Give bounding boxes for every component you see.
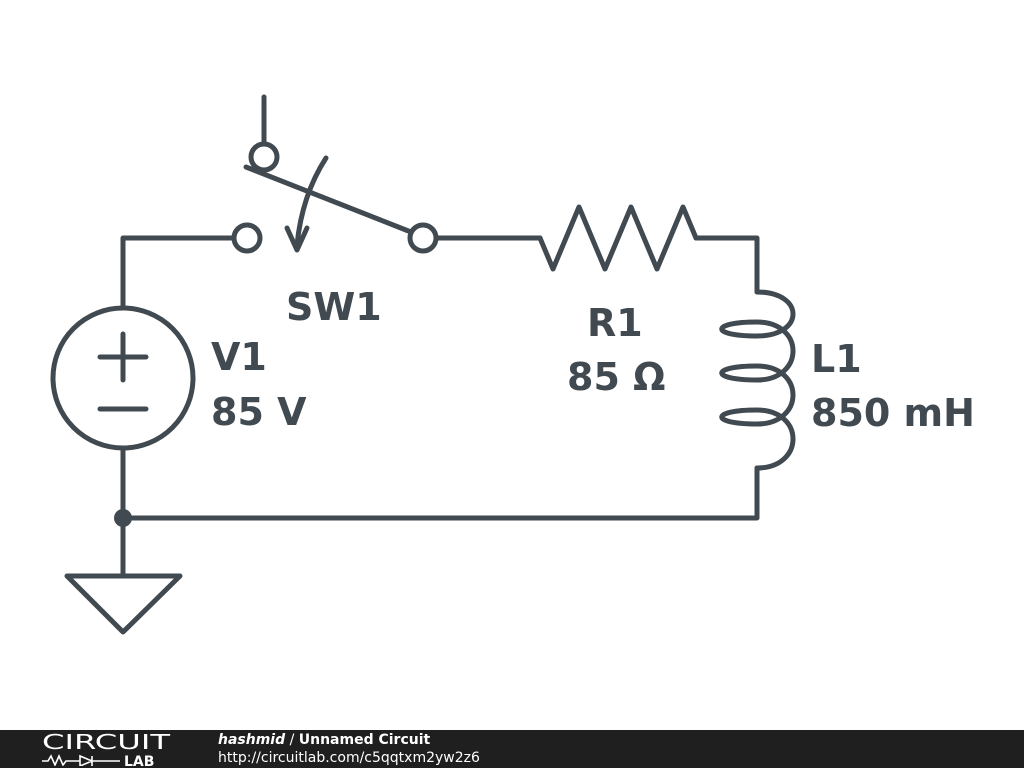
- circuitlab-logo[interactable]: CIRCUIT LAB: [40, 732, 180, 766]
- ground-symbol: [64, 573, 183, 635]
- resistor-diode-icon: [42, 754, 120, 766]
- author-name[interactable]: hashmid: [218, 732, 286, 748]
- l1-value: 850 mH: [811, 391, 975, 435]
- footer-bar: CIRCUIT LAB hashmid / Unnamed Circuit ht…: [0, 730, 1024, 768]
- r1-designator: R1: [587, 301, 643, 345]
- circuit-url[interactable]: http://circuitlab.com/c5qqtxm2yw2z6: [218, 750, 480, 766]
- r1-value: 85 Ω: [567, 355, 665, 399]
- circuit-schematic: SW1 R1 85 Ω V1 85 V L1 850 mH: [50, 94, 975, 635]
- v1-designator: V1: [211, 335, 267, 379]
- voltage-source-v1: [50, 305, 196, 451]
- v1-value: 85 V: [211, 390, 307, 434]
- junction-node: [114, 509, 132, 527]
- wire-resistor-to-inductor: [693, 235, 760, 295]
- byline-separator: /: [285, 732, 299, 748]
- inductor-l1: [719, 289, 796, 471]
- sw1-designator: SW1: [286, 285, 382, 329]
- footer-byline: hashmid / Unnamed Circuit: [218, 731, 480, 749]
- footer-info: hashmid / Unnamed Circuit http://circuit…: [218, 731, 480, 767]
- wire-bottom-return: [120, 465, 760, 521]
- switch-sw1: [231, 94, 439, 254]
- l1-designator: L1: [811, 337, 862, 381]
- resistor-r1: [537, 204, 699, 272]
- logo-top-text: CIRCUIT: [42, 732, 171, 754]
- circuit-title[interactable]: Unnamed Circuit: [298, 732, 431, 748]
- wire-top-left: [120, 235, 237, 309]
- logo-bottom-text: LAB: [124, 754, 154, 766]
